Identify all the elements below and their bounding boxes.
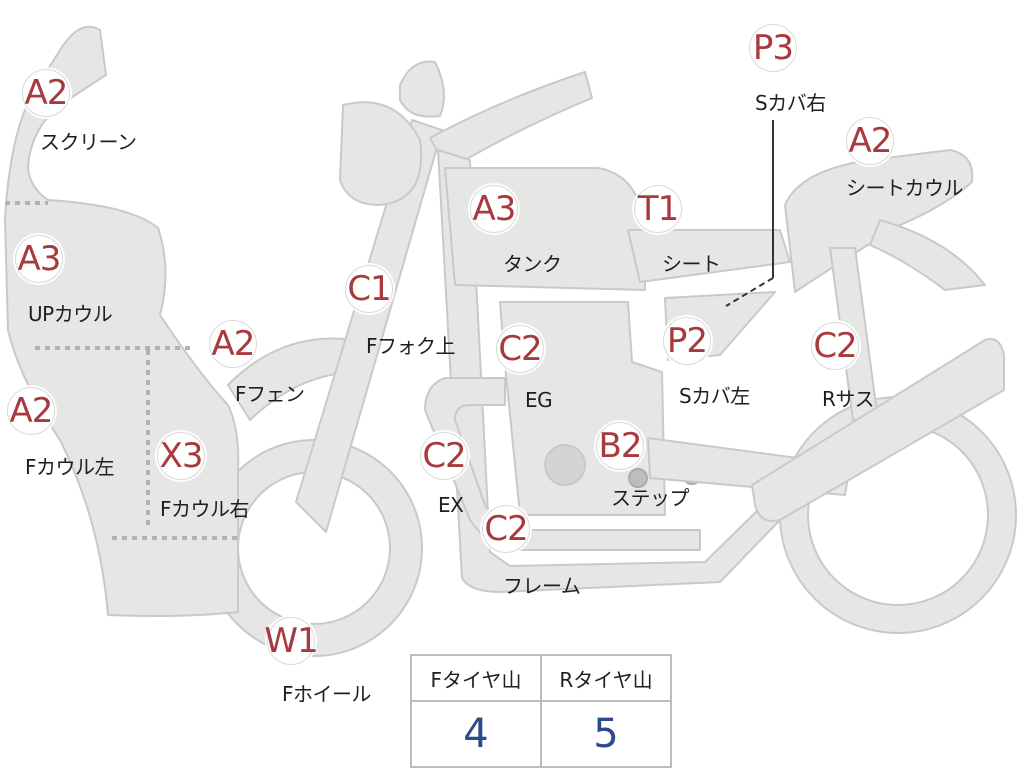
front-tire-header: Fタイヤ山 bbox=[410, 654, 542, 702]
step-label: ステップ bbox=[611, 486, 690, 510]
s-cover-left-grade-badge: P2 bbox=[663, 317, 711, 365]
seat-shape bbox=[627, 229, 791, 283]
up-cowl-label: UPカウル bbox=[28, 302, 113, 326]
rear-tire-header: Rタイヤ山 bbox=[540, 654, 672, 702]
s-cover-right-leader-line bbox=[725, 277, 774, 307]
f-fender-label: Fフェン bbox=[235, 382, 305, 406]
f-cowl-left-label: Fカウル左 bbox=[25, 455, 115, 479]
front-tire-value: 4 bbox=[410, 700, 542, 768]
screen-grade-badge: A2 bbox=[22, 69, 70, 117]
rear-tire-value: 5 bbox=[540, 700, 672, 768]
frame-grade-badge: C2 bbox=[482, 505, 530, 553]
mirror-shape bbox=[399, 60, 445, 118]
r-suspension-label: Rサス bbox=[822, 387, 875, 411]
front-wheel-shape bbox=[205, 439, 423, 657]
frame-tube-shape bbox=[437, 149, 781, 593]
seat-cowl-label: シートカウル bbox=[846, 176, 964, 200]
f-cowl-right-label: Fカウル右 bbox=[160, 497, 250, 521]
f-fork-upper-label: Fフォク上 bbox=[366, 334, 456, 358]
muffler-shape bbox=[751, 338, 1005, 522]
headlight-shape bbox=[339, 101, 423, 206]
tail-fin-shape bbox=[869, 219, 986, 291]
f-fork-upper-grade-badge: C1 bbox=[345, 265, 393, 313]
front-fork-shape bbox=[295, 119, 443, 533]
frame-label: フレーム bbox=[503, 574, 581, 598]
r-suspension-grade-badge: C2 bbox=[811, 322, 859, 370]
step-grade-badge: B2 bbox=[596, 422, 644, 470]
tire-tread-table: Fタイヤ山 Rタイヤ山 4 5 bbox=[410, 654, 672, 768]
exhaust-shape bbox=[424, 377, 701, 551]
seat-cowl-grade-badge: A2 bbox=[846, 117, 894, 165]
exhaust-label: EX bbox=[438, 493, 464, 517]
f-fender-grade-badge: A2 bbox=[209, 320, 257, 368]
up-cowl-grade-badge: A3 bbox=[15, 235, 63, 283]
s-cover-right-label: Sカバ右 bbox=[755, 91, 826, 115]
s-cover-left-label: Sカバ左 bbox=[679, 384, 750, 408]
engine-label: EG bbox=[525, 388, 553, 412]
f-wheel-label: Fホイール bbox=[282, 682, 372, 706]
exhaust-grade-badge: C2 bbox=[420, 432, 468, 480]
f-wheel-grade-badge: W1 bbox=[264, 617, 319, 665]
handlebar-shape bbox=[429, 71, 593, 171]
tank-grade-badge: A3 bbox=[470, 185, 518, 233]
screen-label: スクリーン bbox=[40, 130, 137, 154]
engine-grade-badge: C2 bbox=[496, 325, 544, 373]
step-bolt-shape bbox=[628, 468, 648, 488]
seat-label: シート bbox=[662, 252, 721, 276]
s-cover-right-grade-badge: P3 bbox=[749, 24, 797, 72]
seat-grade-badge: T1 bbox=[634, 185, 682, 233]
engine-cover-shape bbox=[544, 444, 586, 486]
tank-label: タンク bbox=[503, 252, 562, 276]
f-cowl-left-grade-badge: A2 bbox=[7, 387, 55, 435]
f-cowl-right-grade-badge: X3 bbox=[157, 432, 205, 480]
